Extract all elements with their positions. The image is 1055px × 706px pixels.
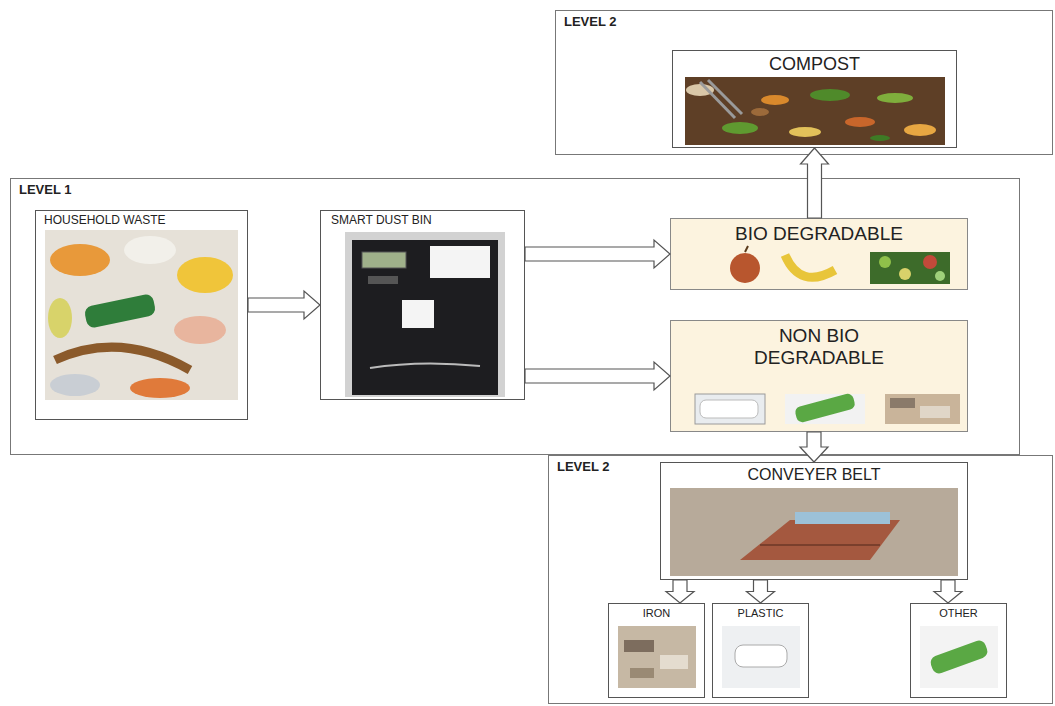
box-title: PLASTIC [717, 607, 804, 620]
level-panel: LEVEL 2 COMPOST [555, 10, 1053, 155]
box-title: CONVEYER BELT [667, 466, 961, 484]
output-box: PLASTIC [712, 603, 809, 698]
block-arrow [934, 580, 962, 603]
level-label: LEVEL 2 [564, 15, 1044, 30]
box-title: COMPOST [679, 54, 950, 75]
process-box: HOUSEHOLD WASTE [35, 210, 248, 420]
block-arrow [666, 580, 694, 603]
category-box: NON BIO DEGRADABLE [670, 320, 968, 432]
output-box: OTHER [910, 603, 1007, 698]
level-panel: LEVEL 1 HOUSEHOLD WASTE SMART DUST BIN BIO … [10, 178, 1020, 455]
block-arrow [525, 240, 670, 268]
level-panel: LEVEL 2CONVEYER BELTIRONPLASTICOTHER [548, 455, 1053, 704]
output-box: IRON [608, 603, 705, 698]
box-title: SMART DUST BIN [331, 214, 514, 228]
non-bio-icons [695, 393, 960, 424]
box-title: NON BIO DEGRADABLE [734, 325, 904, 369]
box-title: BIO DEGRADABLE [677, 223, 961, 245]
compost-picture [685, 77, 945, 145]
block-arrow [747, 580, 775, 603]
box-title: HOUSEHOLD WASTE [44, 214, 239, 228]
other-picture [920, 626, 998, 688]
process-box: CONVEYER BELT [660, 462, 968, 580]
block-arrow [801, 148, 829, 218]
conveyer-picture [670, 488, 958, 576]
category-box: BIO DEGRADABLE [670, 218, 968, 290]
process-box: SMART DUST BIN [320, 210, 525, 400]
box-title: IRON [613, 607, 700, 620]
bio-icons [730, 246, 950, 284]
block-arrow [525, 362, 670, 390]
block-arrow [800, 432, 828, 462]
box-title: OTHER [915, 607, 1002, 620]
plastic-picture [722, 626, 800, 688]
household-waste-picture [45, 230, 238, 400]
smart-bin-picture [345, 232, 505, 397]
block-arrow [248, 291, 320, 319]
process-box: COMPOST [672, 50, 957, 148]
level-label: LEVEL 1 [19, 183, 1011, 198]
iron-picture [618, 626, 696, 688]
